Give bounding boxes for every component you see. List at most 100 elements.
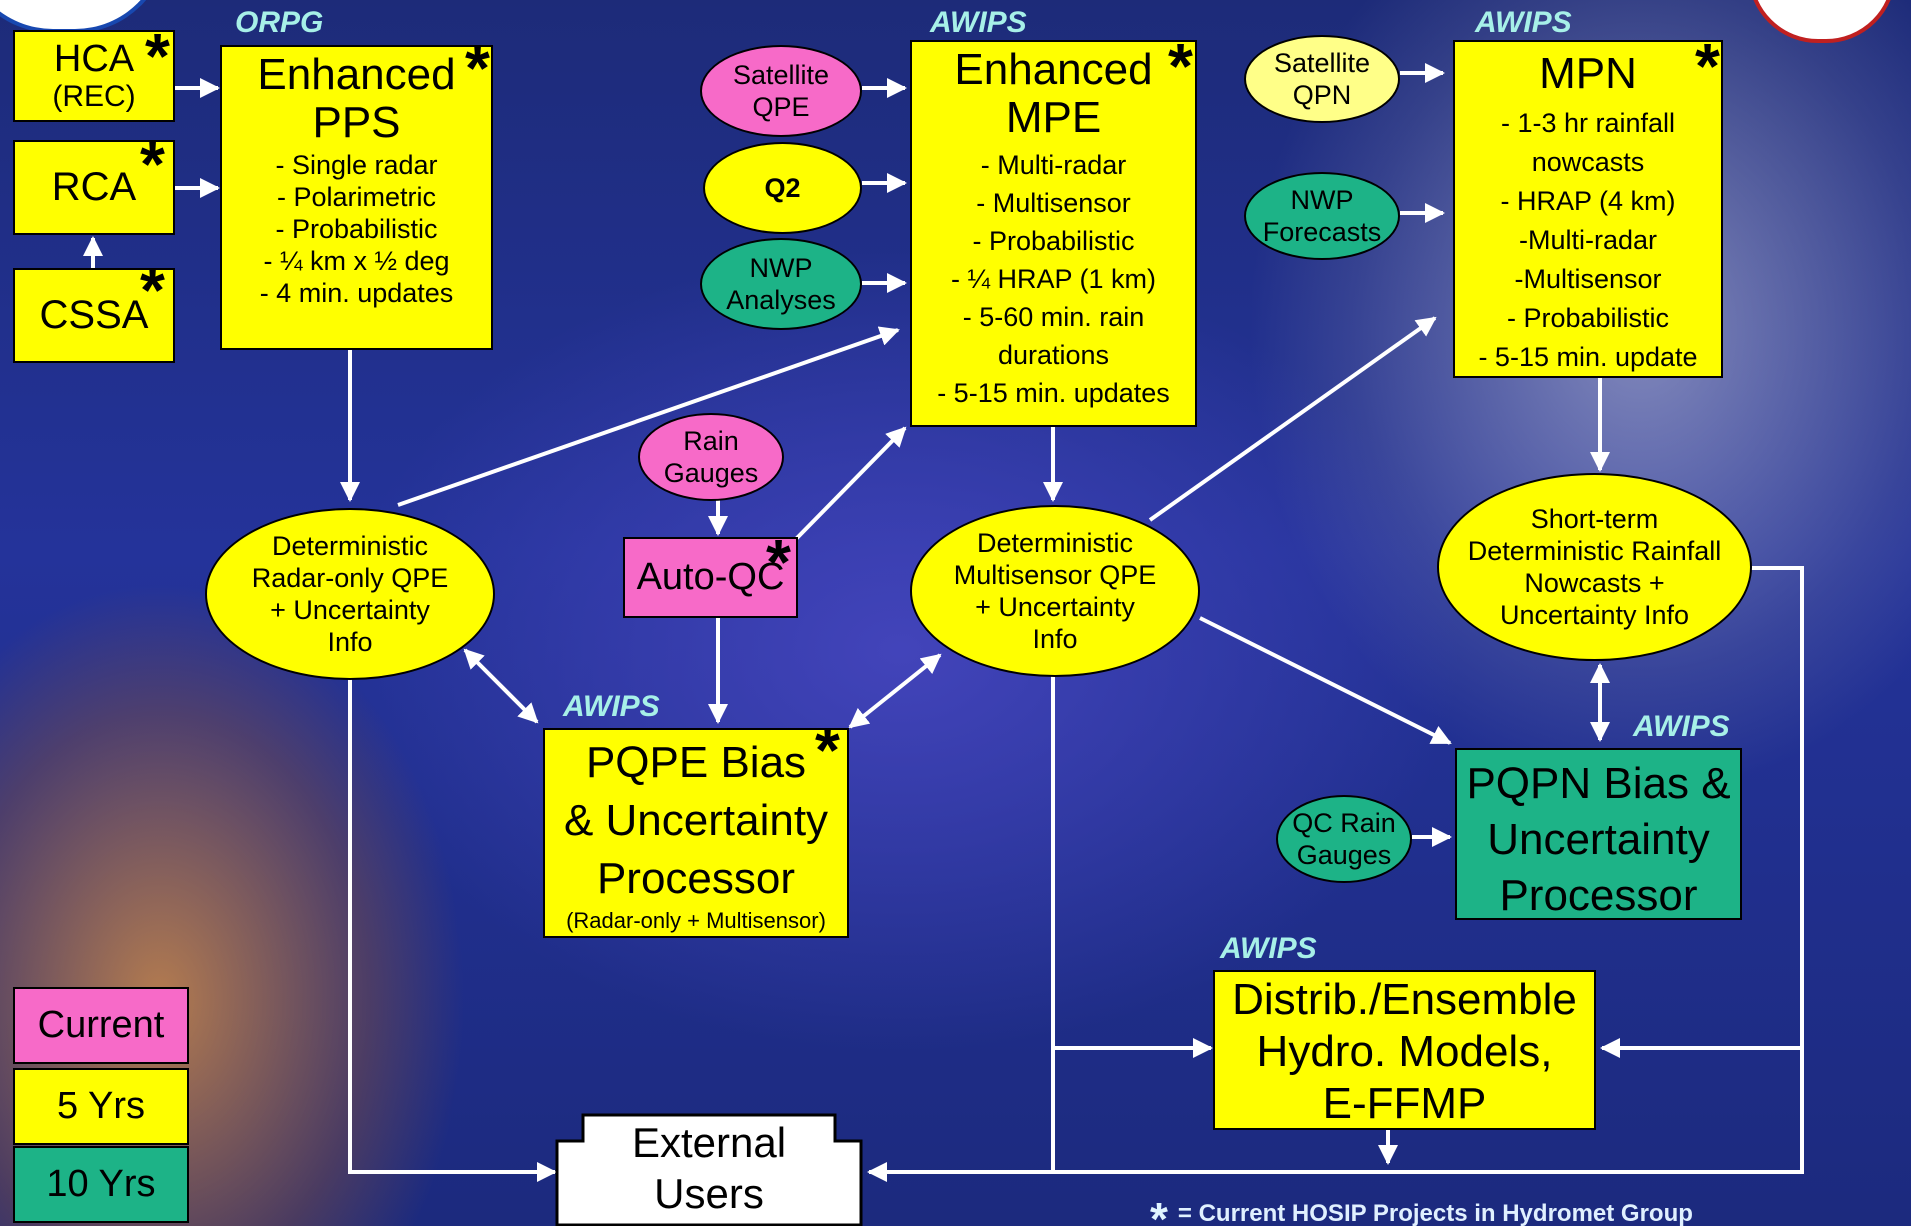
rca-label: RCA	[51, 165, 137, 209]
satellite-qpe-ellipse: Satellite QPE	[700, 45, 862, 137]
cssa-box: CSSA	[13, 268, 175, 363]
mpn-item: -Multi-radar	[1518, 225, 1658, 255]
awips-tag-pqpn: AWIPS	[1633, 710, 1730, 743]
legend-label: 10 Yrs	[46, 1163, 156, 1205]
nwp-forecasts-ellipse: NWP Forecasts	[1244, 172, 1400, 260]
star-auto-qc: *	[766, 526, 791, 598]
pqpn-box: PQPN Bias & Uncertainty Processor	[1455, 748, 1742, 920]
nwp-analyses-line1: NWP	[749, 253, 813, 283]
star-cssa: *	[140, 254, 165, 326]
legend-5yrs: 5 Yrs	[13, 1068, 189, 1145]
mpe-title-2: MPE	[1005, 93, 1102, 142]
cssa-label: CSSA	[39, 293, 149, 337]
awips-tag-distrib: AWIPS	[1220, 932, 1317, 965]
nwp-forecasts-line2: Forecasts	[1262, 217, 1382, 247]
hca-sublabel: (REC)	[52, 80, 136, 113]
mpe-item: durations	[997, 340, 1110, 370]
hca-label: HCA	[53, 38, 135, 80]
legend-label: Current	[37, 1004, 165, 1046]
qc-rain-gauges-ellipse: QC Rain Gauges	[1276, 795, 1412, 883]
nwp-forecasts-line1: NWP	[1290, 185, 1354, 215]
q2-ellipse: Q2	[703, 142, 862, 234]
mpn-item: nowcasts	[1531, 147, 1645, 177]
det-radar-line: Radar-only QPE	[251, 563, 449, 593]
legend-label: 5 Yrs	[56, 1085, 145, 1127]
footnote-star: *	[1150, 1193, 1168, 1226]
short-term-line: Nowcasts +	[1524, 568, 1665, 598]
distrib-line: Hydro. Models,	[1256, 1027, 1553, 1076]
external-users-line: External	[631, 1119, 787, 1166]
det-multi-line: Multisensor QPE	[953, 560, 1157, 590]
pps-item: - ¼ km x ½ deg	[263, 246, 450, 276]
distrib-line: E-FFMP	[1322, 1079, 1487, 1128]
short-term-line: Short-term	[1530, 504, 1659, 534]
short-term-line: Uncertainty Info	[1499, 600, 1690, 630]
pqpe-note: (Radar-only + Multisensor)	[566, 908, 826, 933]
star-mpn: *	[1695, 30, 1720, 102]
distrib-hydro-box: Distrib./Ensemble Hydro. Models, E-FFMP	[1213, 970, 1596, 1130]
satellite-qpn-ellipse: Satellite QPN	[1244, 35, 1400, 123]
pqpe-line: Processor	[596, 854, 796, 903]
satellite-qpe-line2: QPE	[752, 92, 810, 122]
pqpe-box: PQPE Bias & Uncertainty Processor (Radar…	[543, 728, 849, 938]
awips-tag-pqpe: AWIPS	[563, 690, 660, 723]
external-users-label: External Users	[555, 1118, 863, 1220]
pps-title-1: Enhanced	[257, 50, 456, 99]
auto-qc-label: Auto-QC	[636, 556, 785, 598]
pqpn-line: Uncertainty	[1487, 815, 1710, 864]
mpn-item: - 1-3 hr rainfall	[1500, 108, 1676, 138]
awips-tag-mpn: AWIPS	[1475, 6, 1572, 39]
external-users-line: Users	[654, 1170, 764, 1217]
footnote-text: = Current HOSIP Projects in Hydromet Gro…	[1177, 1200, 1693, 1226]
satellite-qpn-line2: QPN	[1292, 80, 1352, 110]
short-term-nowcast-ellipse: Short-term Deterministic Rainfall Nowcas…	[1437, 473, 1752, 661]
arrow-detradar-mpe	[397, 326, 900, 507]
det-radar-line: Deterministic	[271, 531, 429, 561]
q2-label: Q2	[764, 172, 801, 203]
mpe-item: - 5-15 min. updates	[937, 378, 1170, 408]
arrow-to-users	[867, 1048, 1804, 1182]
pps-title-2: PPS	[312, 98, 401, 147]
satellite-qpe-line1: Satellite	[732, 60, 830, 90]
enhanced-mpe-box: Enhanced MPE - Multi-radar - Multisensor…	[910, 40, 1197, 427]
distrib-line: Distrib./Ensemble	[1232, 975, 1577, 1024]
arrow-shortterm-distrib	[1600, 566, 1804, 1058]
footnote: * = Current HOSIP Projects in Hydromet Gr…	[1150, 1192, 1693, 1226]
det-multi-line: Deterministic	[976, 528, 1134, 558]
nwp-analyses-ellipse: NWP Analyses	[700, 238, 862, 330]
mpn-item: - Probabilistic	[1506, 303, 1670, 333]
pps-item: - Single radar	[275, 150, 438, 180]
mpe-item: - 5-60 min. rain	[962, 302, 1145, 332]
pqpe-line: PQPE Bias	[585, 738, 807, 787]
orpg-tag: ORPG	[235, 6, 324, 39]
arrow-detradar-pqpe	[463, 648, 539, 724]
auto-qc-box: Auto-QC	[623, 537, 798, 618]
mpe-item: - Multi-radar	[980, 150, 1127, 180]
external-users-shape	[555, 1113, 863, 1226]
pps-item: - 4 min. updates	[259, 278, 454, 308]
satellite-qpn-line1: Satellite	[1273, 48, 1371, 78]
rca-box: RCA	[13, 140, 175, 235]
star-mpe: *	[1168, 30, 1193, 102]
rain-gauges-ellipse: Rain Gauges	[638, 413, 784, 501]
mpn-item: - 5-15 min. update	[1478, 342, 1698, 372]
star-pqpe: *	[815, 714, 840, 786]
enhanced-pps-box: Enhanced PPS - Single radar - Polarimetr…	[220, 45, 493, 350]
mpn-item: -Multisensor	[1514, 264, 1662, 294]
arrow-detmulti-distrib	[1051, 668, 1213, 1058]
arrow-detradar-users	[348, 678, 557, 1182]
legend-10yrs: 10 Yrs	[13, 1146, 189, 1223]
pqpn-line: Processor	[1499, 871, 1698, 920]
arrow-autoqc-mpe	[793, 426, 907, 542]
qc-gauges-line2: Gauges	[1296, 840, 1392, 870]
mpe-item: - Probabilistic	[972, 226, 1135, 256]
det-radar-line: + Uncertainty	[270, 595, 430, 625]
mpn-title: MPN	[1539, 49, 1637, 98]
det-radar-line: Info	[327, 627, 373, 657]
short-term-line: Deterministic Rainfall	[1467, 536, 1722, 566]
det-radar-qpe-ellipse: Deterministic Radar-only QPE + Uncertain…	[205, 508, 495, 680]
arrow-detmulti-pqpe	[848, 653, 942, 729]
pps-item: - Probabilistic	[275, 214, 438, 244]
